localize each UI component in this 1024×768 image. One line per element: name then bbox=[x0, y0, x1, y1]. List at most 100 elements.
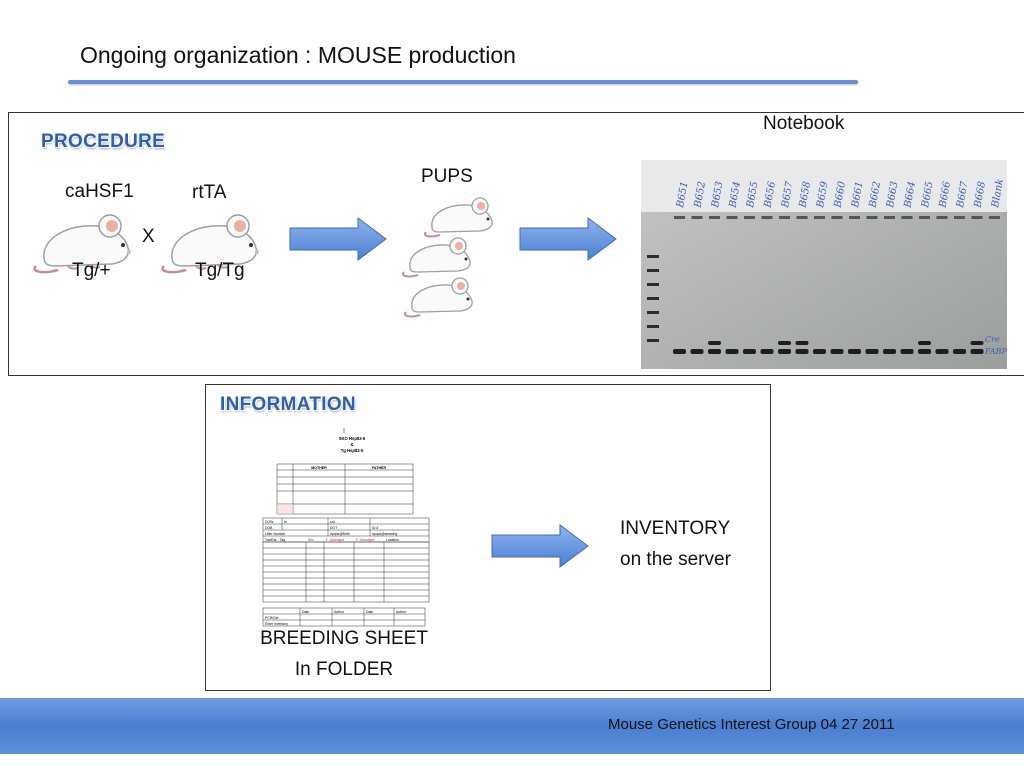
sheet-author2-label: Author bbox=[396, 610, 407, 614]
gel-band-fabp bbox=[813, 349, 826, 354]
gel-well bbox=[866, 216, 878, 219]
gel-well bbox=[779, 216, 790, 219]
mouse-icon bbox=[404, 277, 473, 318]
parent2-name: rtTA bbox=[192, 182, 227, 203]
gel-lane-label: B663 bbox=[885, 181, 901, 210]
parent2-genotype: Tg/Tg bbox=[195, 260, 245, 281]
sheet-id-label: ID # bbox=[372, 526, 378, 530]
gel-lane-label: B661 bbox=[850, 181, 866, 210]
gel-band-cre bbox=[708, 341, 721, 345]
sheet-genotype1-label: F. Genotype bbox=[326, 538, 344, 542]
breeding-sheet-image: SKO Hsp82-5 & Tg Hsp82-5 MOTHER FATHER D… bbox=[262, 428, 430, 627]
sheet-tag-label: Toe/Ear - Tag bbox=[265, 538, 285, 542]
gel-lane-label: B658 bbox=[797, 181, 813, 210]
sheet-in-label: In bbox=[284, 520, 287, 524]
gel-band-cre bbox=[778, 341, 791, 345]
gel-band-fabp bbox=[673, 349, 686, 354]
gel-band-fabp bbox=[970, 349, 984, 354]
sheet-out-label: out bbox=[330, 520, 335, 524]
breeding-sheet-caption-line1: BREEDING SHEET bbox=[260, 628, 428, 649]
gel-well bbox=[726, 216, 738, 219]
gel-lane-label: B655 bbox=[745, 181, 761, 210]
sheet-location-label: Location bbox=[386, 538, 399, 542]
arrow-right-icon bbox=[519, 217, 617, 261]
gel-well bbox=[849, 216, 860, 219]
sheet-date1-label: Date bbox=[302, 610, 309, 614]
information-heading: INFORMATION bbox=[220, 394, 356, 415]
breeding-sheet-thumbnail: SKO Hsp82-5 & Tg Hsp82-5 MOTHER FATHER D… bbox=[260, 428, 432, 628]
gel-ladder-band bbox=[647, 283, 659, 286]
gel-band-fabp bbox=[953, 349, 966, 354]
gel-well bbox=[884, 216, 895, 219]
sheet-litter-label: Litter Number bbox=[265, 532, 286, 536]
mouse-icon bbox=[424, 197, 493, 238]
gel-ladder-band bbox=[647, 269, 659, 272]
gel-ladder-band bbox=[647, 297, 659, 300]
gel-band-fabp bbox=[725, 349, 739, 354]
parent1-name: caHSF1 bbox=[65, 181, 134, 202]
parent1-genotype: Tg/+ bbox=[72, 260, 111, 281]
gel-well bbox=[901, 216, 913, 219]
sheet-genotype2-label: F. Genotype bbox=[356, 538, 374, 542]
pups-label: PUPS bbox=[421, 166, 473, 187]
gel-lane-label: B668 bbox=[972, 181, 988, 210]
gel-well bbox=[936, 216, 948, 219]
gel-band-fabp bbox=[883, 349, 896, 354]
gel-band-cre bbox=[795, 341, 809, 345]
gel-well bbox=[954, 216, 965, 219]
inventory-line2: on the server bbox=[620, 549, 731, 570]
mouse-icon bbox=[161, 214, 259, 274]
sheet-pups-birth-label: #pups@Birth bbox=[330, 532, 350, 536]
arrow-right-icon bbox=[289, 217, 387, 261]
footer-bar bbox=[0, 698, 1024, 754]
gel-band-fabp bbox=[848, 349, 861, 354]
procedure-heading: PROCEDURE bbox=[41, 131, 166, 152]
gel-band-label: Cre bbox=[985, 335, 1000, 344]
gel-lane-label: Blank bbox=[990, 178, 1006, 209]
inventory-line1: INVENTORY bbox=[620, 518, 731, 539]
gel-lane-label: B664 bbox=[902, 181, 918, 210]
gel-well bbox=[919, 216, 930, 219]
sheet-inventory-label: Enter Inventory bbox=[265, 622, 288, 626]
sheet-dob-label: DOB bbox=[265, 526, 273, 530]
sheet-header-line2: & bbox=[350, 442, 353, 447]
gel-band-fabp bbox=[935, 349, 949, 354]
sheet-date2-label: Date bbox=[366, 610, 373, 614]
gel-band-fabp bbox=[918, 349, 931, 354]
sheet-mother-label: MOTHER bbox=[311, 466, 327, 470]
sheet-header-line1: SKO Hsp82-5 bbox=[339, 436, 366, 441]
mouse-icon bbox=[402, 237, 471, 278]
gel-well bbox=[761, 216, 773, 219]
gel-lane-label: B659 bbox=[815, 180, 831, 210]
footer-text: Mouse Genetics Interest Group 04 27 2011 bbox=[608, 716, 895, 733]
gel-band-fabp bbox=[900, 349, 914, 354]
gel-well bbox=[814, 216, 825, 219]
information-panel bbox=[205, 384, 771, 691]
breeding-sheet-caption-line2: In FOLDER bbox=[294, 659, 394, 680]
gel-lane-label: B656 bbox=[762, 180, 778, 210]
cross-symbol: X bbox=[142, 226, 155, 247]
gel-band-fabp bbox=[690, 349, 704, 354]
gel-ladder-band bbox=[647, 311, 659, 314]
gel-ladder-band bbox=[647, 325, 659, 328]
gel-band-fabp bbox=[830, 349, 844, 354]
sheet-father-label: FATHER bbox=[372, 466, 387, 470]
gel-ladder-band bbox=[647, 255, 659, 258]
gel-lane-label: B651 bbox=[675, 181, 691, 210]
gel-well bbox=[989, 216, 1000, 219]
gel-band-fabp bbox=[778, 349, 791, 354]
gel-lane-label: B660 bbox=[832, 180, 848, 210]
sheet-author1-label: Author bbox=[334, 610, 345, 614]
gel-well bbox=[709, 216, 720, 219]
gel-ladder-band bbox=[647, 339, 659, 342]
arrow-right-icon bbox=[491, 524, 589, 568]
sheet-sex-label: Sex bbox=[308, 538, 314, 542]
gel-band-fabp bbox=[760, 349, 774, 354]
gel-band-label: FABP bbox=[984, 347, 1007, 356]
title-underline bbox=[68, 80, 858, 84]
gel-well bbox=[744, 216, 755, 219]
gel-lane-label: B653 bbox=[710, 181, 726, 210]
slide-title: Ongoing organization : MOUSE production bbox=[80, 42, 516, 68]
